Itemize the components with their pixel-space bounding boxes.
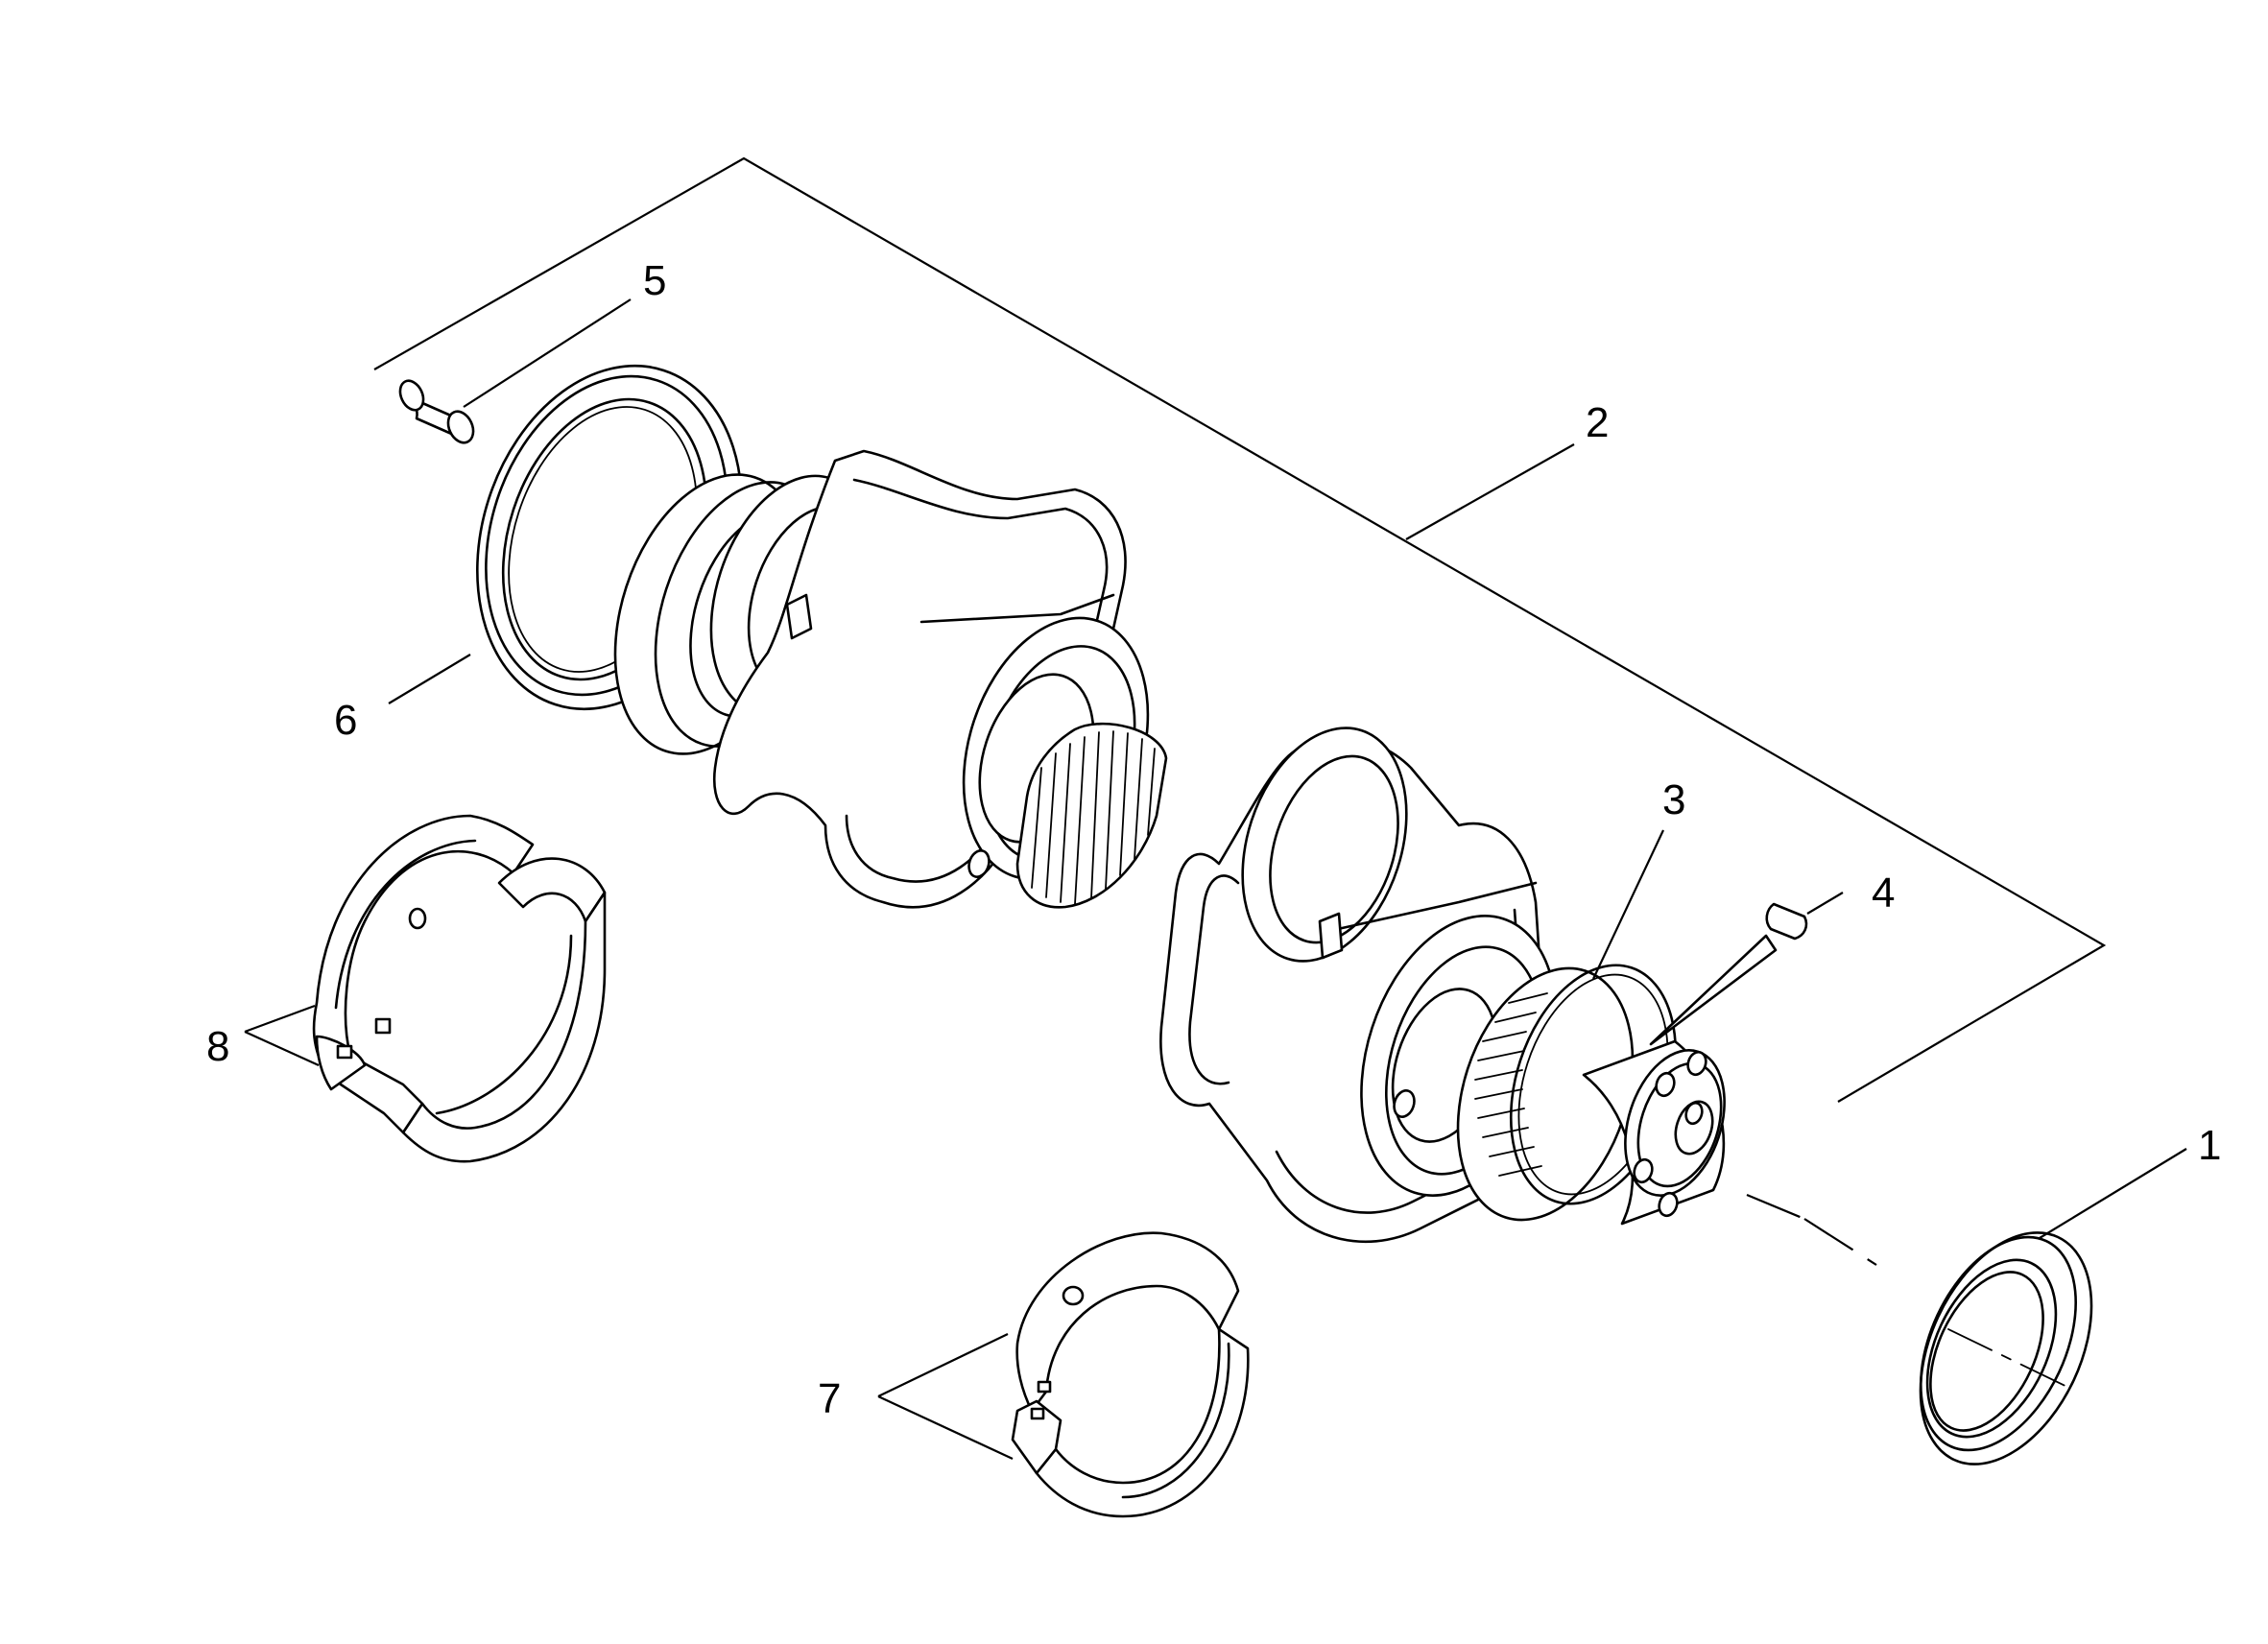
crankshaft-nose bbox=[1582, 1039, 1877, 1266]
timing-gear bbox=[1456, 829, 1678, 1222]
callout-labels: 1 2 3 4 5 6 7 8 bbox=[206, 257, 2221, 1422]
callout-2: 2 bbox=[1586, 399, 1609, 446]
main-bearing-shells bbox=[244, 814, 607, 1163]
callout-1: 1 bbox=[2198, 1122, 2221, 1169]
assembly-bracket bbox=[373, 156, 2107, 1103]
gear-teeth bbox=[1474, 992, 1548, 1177]
counterweight-hatching bbox=[1031, 730, 1156, 905]
dowel-pin bbox=[398, 298, 632, 444]
callout-5: 5 bbox=[643, 257, 666, 304]
front-oil-seal bbox=[1919, 1148, 2187, 1465]
callout-8: 8 bbox=[206, 1023, 229, 1070]
callout-7: 7 bbox=[818, 1375, 841, 1422]
callout-6: 6 bbox=[334, 697, 357, 744]
callout-4: 4 bbox=[1872, 870, 1895, 917]
woodruff-key bbox=[1649, 892, 1844, 1046]
crankshaft-rear-section bbox=[613, 449, 1168, 909]
conrod-bearing-shells bbox=[877, 1231, 1250, 1518]
callout-3: 3 bbox=[1662, 776, 1685, 823]
